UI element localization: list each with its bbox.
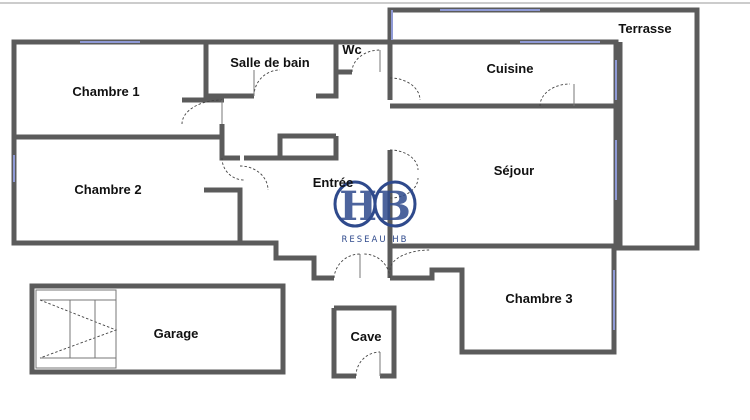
label-sejour: Séjour [494, 163, 534, 178]
label-garage: Garage [154, 326, 199, 341]
label-entree: Entrée [313, 175, 353, 190]
label-chambre-2: Chambre 2 [74, 182, 141, 197]
label-cuisine: Cuisine [487, 61, 534, 76]
logo-text: RESEAU HB [341, 235, 408, 245]
label-chambre-1: Chambre 1 [72, 84, 139, 99]
label-cave: Cave [350, 329, 381, 344]
svg-text:HB: HB [339, 183, 411, 230]
label-wc: Wc [342, 42, 362, 57]
terrasse-walls [387, 7, 700, 251]
label-terrasse: Terrasse [618, 21, 671, 36]
garage-walls [29, 283, 286, 375]
reseau-hb-logo: HB [333, 180, 417, 230]
label-chambre-3: Chambre 3 [505, 291, 572, 306]
label-salle-de-bain: Salle de bain [230, 55, 310, 70]
doors [181, 49, 575, 279]
windows [13, 9, 617, 330]
cave-walls [331, 305, 397, 379]
